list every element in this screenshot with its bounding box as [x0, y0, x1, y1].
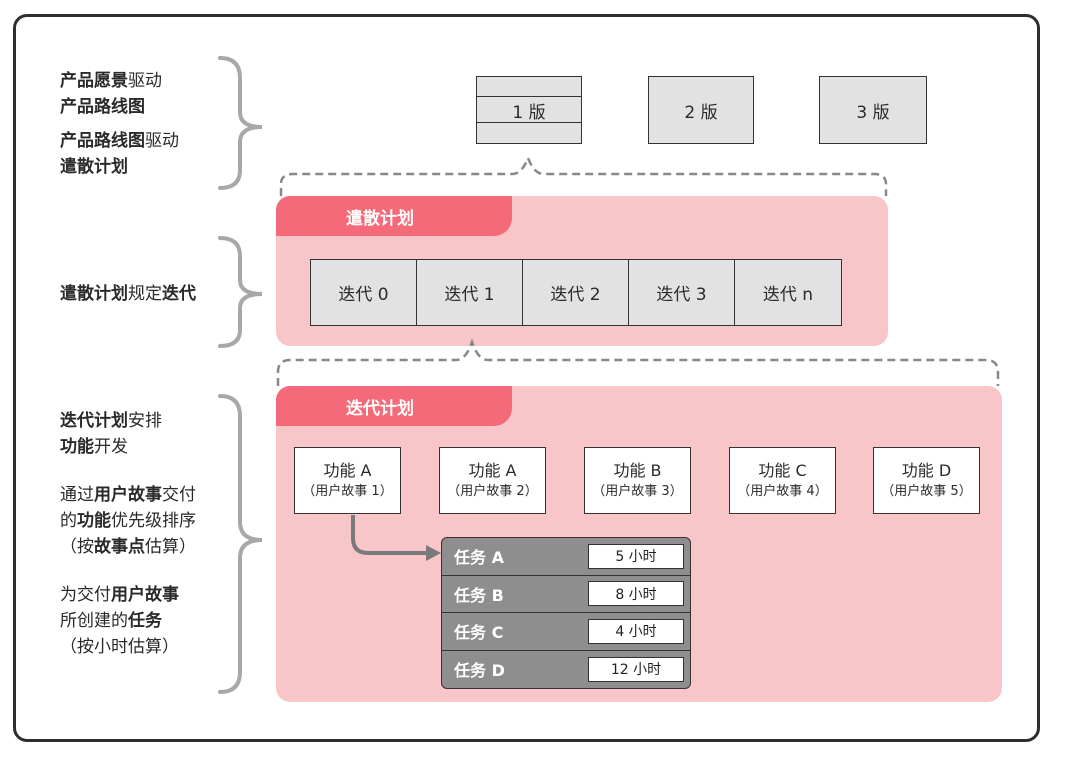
- label-text: 产品愿景: [60, 71, 128, 91]
- dashed-bracket: [276, 338, 1000, 386]
- label-text: 的: [60, 511, 77, 531]
- arrow-connector: [351, 515, 428, 555]
- feature-story: （用户故事 3）: [592, 483, 683, 499]
- label-group-vision: 产品愿景驱动 产品路线图 产品路线图驱动 遣散计划: [60, 68, 179, 180]
- release-box-3: 3 版: [819, 76, 927, 144]
- label-text: 故事点: [94, 537, 145, 557]
- label-text: 用户故事: [94, 485, 162, 505]
- feature-story: （用户故事 2）: [447, 483, 538, 499]
- iteration-cell: 迭代 0: [311, 260, 417, 325]
- label-text: 优先级排序: [111, 511, 196, 531]
- feature-box: 功能 D （用户故事 5）: [873, 447, 980, 514]
- feature-box: 功能 B （用户故事 3）: [584, 447, 691, 514]
- task-row: 任务 C 4 小时: [442, 613, 690, 651]
- label-text: 估算）: [145, 537, 196, 557]
- task-row: 任务 D 12 小时: [442, 651, 690, 689]
- label-text: 安排: [128, 411, 162, 431]
- label-group-iteration-plan: 迭代计划安排 功能开发 通过用户故事交付 的功能优先级排序 （按故事点估算） 为…: [60, 408, 196, 660]
- task-name: 任务 A: [454, 548, 504, 568]
- release-plan-title: 遣散计划: [276, 196, 512, 236]
- feature-name: 功能 C: [758, 460, 807, 480]
- brace-icon: [218, 394, 263, 694]
- label-group-release-plan: 遣散计划规定迭代: [60, 281, 196, 307]
- iteration-plan-title: 迭代计划: [276, 386, 512, 426]
- dashed-bracket: [279, 154, 888, 196]
- feature-box: 功能 A （用户故事 2）: [439, 447, 546, 514]
- label-text: 为交付: [60, 585, 111, 605]
- task-name: 任务 B: [454, 585, 504, 605]
- brace-icon: [218, 56, 263, 190]
- label-text: 交付: [162, 485, 196, 505]
- iteration-row: 迭代 0 迭代 1 迭代 2 迭代 3 迭代 n: [310, 259, 842, 326]
- iteration-cell: 迭代 2: [523, 260, 629, 325]
- task-name: 任务 C: [454, 623, 504, 643]
- label-text: 产品路线图: [60, 131, 145, 151]
- feature-story: （用户故事 5）: [881, 483, 972, 499]
- label-text: 产品路线图: [60, 97, 145, 117]
- feature-name: 功能 A: [468, 460, 517, 480]
- task-row: 任务 A 5 小时: [442, 538, 690, 576]
- iteration-cell: 迭代 1: [417, 260, 523, 325]
- label-text: （按小时估算）: [60, 637, 179, 657]
- label-text: 遣散计划: [60, 284, 128, 304]
- feature-name: 功能 D: [901, 460, 952, 480]
- label-text: 驱动: [145, 131, 179, 151]
- task-list: 任务 A 5 小时 任务 B 8 小时 任务 C 4 小时 任务 D 12 小时: [441, 537, 691, 689]
- feature-story: （用户故事 4）: [737, 483, 828, 499]
- release-label: 3 版: [856, 102, 890, 123]
- task-name: 任务 D: [454, 661, 505, 681]
- task-hours: 8 小时: [588, 581, 684, 607]
- label-text: 规定: [128, 284, 162, 304]
- feature-story: （用户故事 1）: [302, 483, 393, 499]
- label-text: 功能: [60, 437, 94, 457]
- release-box-1: 1 版: [476, 76, 582, 144]
- feature-name: 功能 B: [613, 460, 662, 480]
- release-box-2: 2 版: [648, 76, 754, 144]
- release-label: 2 版: [684, 102, 718, 123]
- label-text: （按: [60, 537, 94, 557]
- iteration-cell: 迭代 3: [629, 260, 735, 325]
- label-text: 遣散计划: [60, 157, 128, 177]
- label-text: 所创建的: [60, 611, 128, 631]
- label-text: 迭代: [162, 284, 196, 304]
- label-text: 用户故事: [111, 585, 179, 605]
- arrow-head-icon: [426, 545, 441, 561]
- task-row: 任务 B 8 小时: [442, 576, 690, 613]
- label-text: 开发: [94, 437, 128, 457]
- task-hours: 4 小时: [588, 618, 684, 644]
- iteration-cell: 迭代 n: [735, 260, 841, 325]
- label-text: 任务: [128, 611, 162, 631]
- feature-box: 功能 A （用户故事 1）: [294, 447, 401, 514]
- label-text: 通过: [60, 485, 94, 505]
- task-hours: 12 小时: [588, 656, 684, 682]
- label-text: 迭代计划: [60, 411, 128, 431]
- feature-name: 功能 A: [323, 460, 372, 480]
- label-text: 功能: [77, 511, 111, 531]
- feature-box: 功能 C （用户故事 4）: [729, 447, 836, 514]
- task-hours: 5 小时: [588, 543, 684, 569]
- label-text: 驱动: [128, 71, 162, 91]
- release-label: 1 版: [512, 102, 546, 123]
- brace-icon: [218, 236, 263, 348]
